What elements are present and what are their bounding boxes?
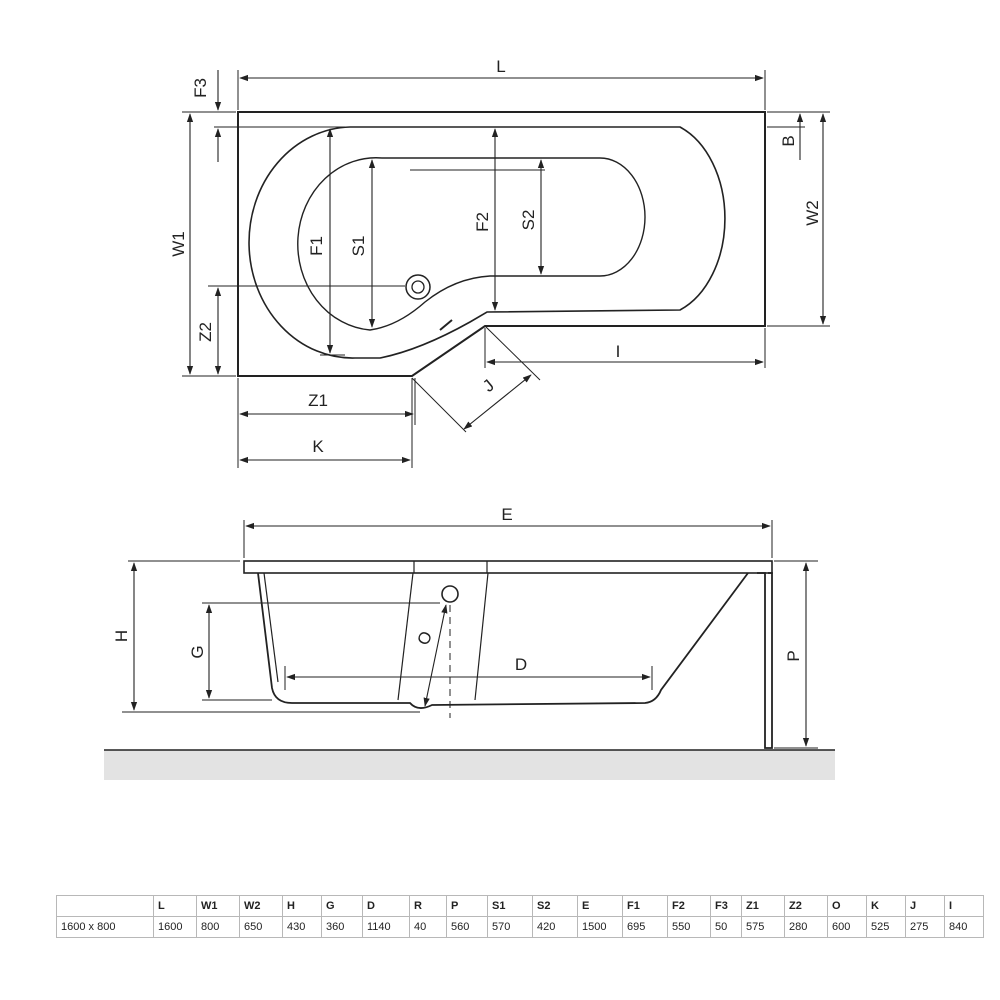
spec-table-header-cell: [56, 895, 154, 917]
spec-table-header-cell: R: [409, 895, 447, 917]
spec-table-header-cell: K: [866, 895, 906, 917]
spec-table-header-cell: G: [321, 895, 363, 917]
spec-table-header-cell: I: [944, 895, 984, 917]
spec-table-cell: 525: [866, 916, 906, 938]
overflow-hole: [441, 585, 459, 603]
spec-table-header-cell: S2: [532, 895, 578, 917]
spec-table-cell: 40: [409, 916, 447, 938]
spec-table-header-cell: L: [153, 895, 197, 917]
spec-table-cell: 550: [667, 916, 711, 938]
spec-table-header-cell: O: [827, 895, 867, 917]
label-B: B: [779, 135, 798, 146]
label-S2: S2: [519, 210, 538, 231]
spec-table-header-cell: D: [362, 895, 410, 917]
drain-pipe-right: [474, 572, 489, 701]
spec-table-cell: 570: [487, 916, 533, 938]
label-F2: F2: [473, 212, 492, 232]
dim-J: [463, 374, 532, 430]
label-I: I: [616, 342, 621, 361]
label-D: D: [515, 655, 527, 674]
label-W1: W1: [169, 231, 188, 257]
spec-table-cell: 600: [827, 916, 867, 938]
extension-lines: [182, 70, 830, 468]
spec-table-cell: 575: [741, 916, 785, 938]
spec-table-cell: 560: [446, 916, 488, 938]
spec-table-header-cell: Z1: [741, 895, 785, 917]
side-view-labels: E H G O D P: [112, 505, 803, 674]
front-panel: [757, 572, 773, 749]
label-L: L: [496, 57, 505, 76]
spec-table-header-cell: W2: [239, 895, 283, 917]
dim-O: [423, 604, 448, 707]
spec-table-cell: 650: [239, 916, 283, 938]
label-O: O: [414, 629, 436, 648]
dimension-lines: [186, 70, 827, 464]
drain-outer: [405, 274, 431, 300]
label-F1: F1: [307, 236, 326, 256]
label-Z2: Z2: [196, 322, 215, 342]
spec-table-cell: 420: [532, 916, 578, 938]
top-view: [182, 70, 830, 468]
side-extension-lines: [122, 520, 818, 749]
tub-body: [257, 572, 749, 709]
spec-table-cell: 1140: [362, 916, 410, 938]
spec-table-cell: 1500: [577, 916, 623, 938]
label-G: G: [188, 645, 207, 658]
spec-table-cell: 360: [321, 916, 363, 938]
label-J: J: [479, 376, 498, 396]
spec-table-header-cell: F2: [667, 895, 711, 917]
spec-table-header-cell: H: [282, 895, 322, 917]
label-F3: F3: [191, 78, 210, 98]
spec-table-cell: 695: [622, 916, 668, 938]
label-S1: S1: [349, 236, 368, 257]
side-view: [104, 520, 835, 780]
tub-body-inner: [263, 572, 279, 683]
label-W2: W2: [803, 200, 822, 226]
spec-table-header-cell: F3: [710, 895, 742, 917]
label-E: E: [501, 505, 512, 524]
spec-table-cell: 1600 x 800: [56, 916, 154, 938]
spec-table-cell: 1600: [153, 916, 197, 938]
label-P: P: [784, 650, 803, 661]
label-Z1: Z1: [308, 391, 328, 410]
tub-rim: [243, 560, 773, 574]
spec-table-header-cell: F1: [622, 895, 668, 917]
spec-table-cell: 430: [282, 916, 322, 938]
spec-table-header-cell: P: [446, 895, 488, 917]
overflow-mark: [439, 319, 453, 331]
spec-table-cell: 840: [944, 916, 984, 938]
drain-inner: [411, 280, 425, 294]
bowl-bottom: [297, 157, 646, 331]
spec-table-header-cell: Z2: [784, 895, 828, 917]
side-dimension-lines: [130, 522, 810, 747]
drain-pipe-left: [397, 572, 414, 701]
spec-table-cell: 50: [710, 916, 742, 938]
bowl-rim: [248, 126, 726, 359]
spec-table-cell: 800: [196, 916, 240, 938]
label-H: H: [112, 630, 131, 642]
spec-table-cell: 280: [784, 916, 828, 938]
spec-table-cell: 275: [905, 916, 945, 938]
spec-table-header-cell: J: [905, 895, 945, 917]
floor: [104, 750, 835, 780]
spec-table-header-cell: E: [577, 895, 623, 917]
spec-table-header-cell: S1: [487, 895, 533, 917]
label-K: K: [312, 437, 324, 456]
spec-table-header-cell: W1: [196, 895, 240, 917]
